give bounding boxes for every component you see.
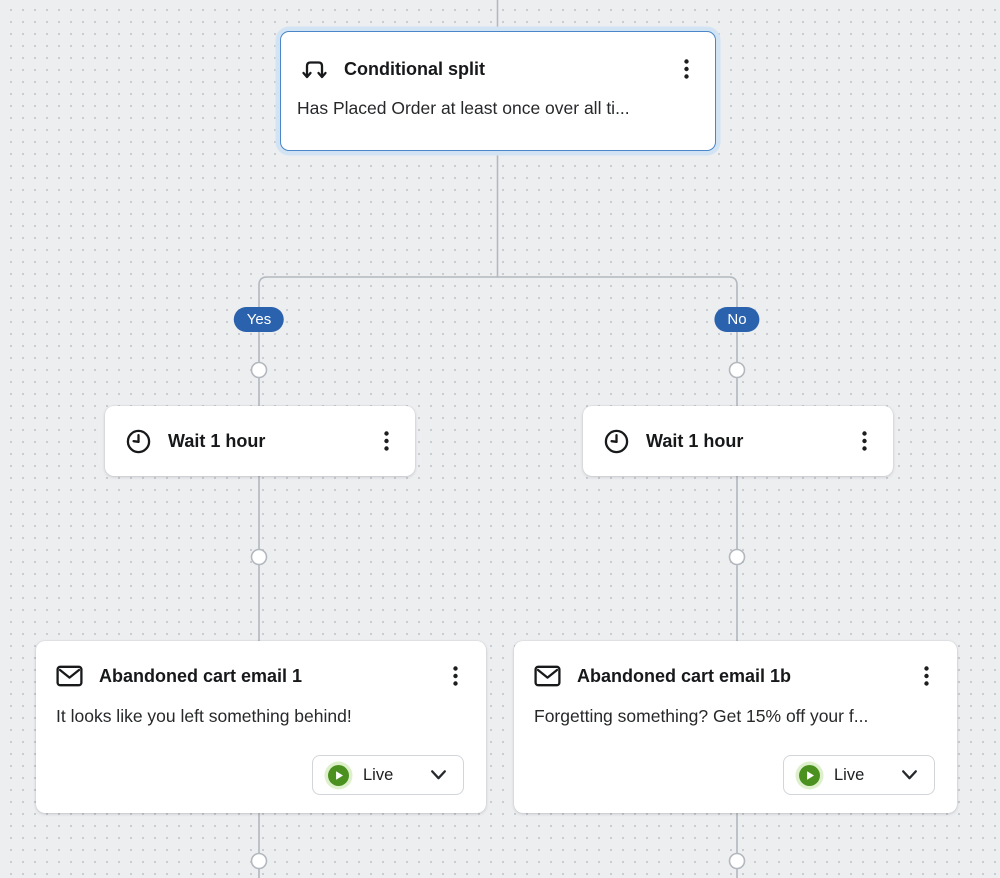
email-left-status-dropdown[interactable]: Live [312,755,464,795]
connector-node [250,361,268,379]
email-left-subject: It looks like you left something behind! [56,706,352,726]
email-right-title: Abandoned cart email 1b [577,665,792,686]
email-left-header: Abandoned cart email 1 [36,641,486,689]
kebab-menu-icon [383,431,389,451]
connector-node [728,852,746,870]
email-right-status-dropdown[interactable]: Live [783,755,935,795]
email-left-title: Abandoned cart email 1 [99,665,303,686]
conditional-split-header: Conditional split [281,32,715,82]
split-arrows-icon [301,58,328,81]
conditional-split-card[interactable]: Conditional split Has Placed Order at le… [280,31,716,151]
email-left-menu-button[interactable] [444,663,466,689]
kebab-menu-icon [683,59,689,79]
conditional-split-menu-button[interactable] [675,56,697,82]
conditional-split-title: Conditional split [344,58,485,79]
kebab-menu-icon [861,431,867,451]
wait-card-left[interactable]: Wait 1 hour [105,406,415,476]
wait-left-title: Wait 1 hour [168,430,266,451]
email-right-status-label: Live [834,765,865,784]
clock-icon [603,428,630,455]
chevron-down-icon [430,769,447,781]
branch-label-no: No [714,307,760,332]
wait-left-menu-button[interactable] [375,428,397,454]
kebab-menu-icon [923,666,929,686]
email-right-menu-button[interactable] [915,663,937,689]
envelope-icon [56,665,83,687]
wait-right-title: Wait 1 hour [646,430,744,451]
chevron-down-icon [901,769,918,781]
play-circle-icon [799,764,820,786]
connector-node [728,548,746,566]
email-right-header: Abandoned cart email 1b [514,641,957,689]
conditional-split-condition: Has Placed Order at least once over all … [297,98,630,118]
wait-right-header: Wait 1 hour [583,406,893,476]
play-circle-icon [328,764,349,786]
email-right-subject: Forgetting something? Get 15% off your f… [534,706,869,726]
envelope-icon [534,665,561,687]
wait-card-right[interactable]: Wait 1 hour [583,406,893,476]
clock-icon [125,428,152,455]
connector-node [250,852,268,870]
wait-left-header: Wait 1 hour [105,406,415,476]
branch-label-yes: Yes [233,307,285,332]
email-left-status-label: Live [363,765,394,784]
email-card-left[interactable]: Abandoned cart email 1 It looks like you… [36,641,486,813]
kebab-menu-icon [452,666,458,686]
connector-node [250,548,268,566]
connector-node [728,361,746,379]
email-card-right[interactable]: Abandoned cart email 1b Forgetting somet… [514,641,957,813]
wait-right-menu-button[interactable] [853,428,875,454]
